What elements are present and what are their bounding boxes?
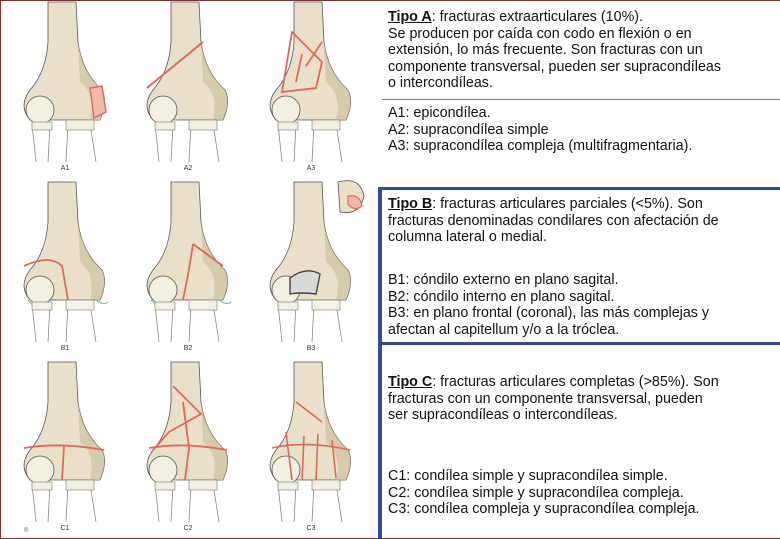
type-a-subtypes: A1: epicondílea. A2: supracondílea simpl… [378,105,780,155]
type-b-subtypes: B1: cóndilo externo en plano sagital. B2… [378,272,780,338]
type-a-line-2: Se producen por caída con codo en flexió… [388,26,780,43]
elbow-b1: B1 [10,182,120,362]
elbow-c1: C1 [10,362,120,539]
elbow-a2: A2 [133,2,243,182]
caption-b2: B2 [133,345,243,352]
elbow-a1: A1 [10,2,120,182]
list-item-b3: B3: en plano frontal (coronal), las más … [388,305,780,322]
elbow-b3-drawing [256,182,366,342]
list-item-c1: C1: condílea simple y supracondílea simp… [388,468,780,485]
type-a-line-3: extensión, lo más frecuente. Son fractur… [388,42,780,59]
elbow-c2-drawing [133,362,243,522]
copyright-mark: ® [24,528,28,534]
fracture-illustrations: A1 A2 A3 [10,0,378,539]
section-type-c: Tipo C: fracturas articulares completas … [378,374,780,424]
elbow-c1-drawing [10,362,120,522]
type-a-line-1: Tipo A: fracturas extraarticulares (10%)… [388,9,780,26]
elbow-a3: A3 [256,2,366,182]
caption-a2: A2 [133,165,243,172]
classification-text: Tipo A: fracturas extraarticulares (10%)… [378,0,780,539]
list-item-c2: C2: condílea simple y supracondílea comp… [388,485,780,502]
type-a-line-5: o intercondíleas. [388,75,780,92]
section-type-a: Tipo A: fracturas extraarticulares (10%)… [378,9,780,92]
caption-a1: A1 [10,165,120,172]
elbow-b1-drawing [10,182,120,342]
elbow-a3-drawing [256,2,366,162]
list-item-a2: A2: supracondílea simple [388,122,780,139]
type-a-heading: Tipo A [388,9,432,25]
divider-a [382,99,780,100]
type-b-heading: Tipo B [388,196,432,212]
elbow-c3-drawing [256,362,366,522]
elbow-a1-drawing [10,2,120,162]
elbow-c2: C2 [133,362,243,539]
list-item-b1: B1: cóndilo externo en plano sagital. [388,272,780,289]
divider-ab [382,187,780,190]
type-b-line-1: Tipo B: fracturas articulares parciales … [388,196,780,213]
list-item-a3: A3: supracondílea compleja (multifragmen… [388,138,780,155]
caption-b1: B1 [10,345,120,352]
list-item-c3: C3: condílea compleja y supracondílea co… [388,501,780,518]
type-c-heading: Tipo C [388,374,432,390]
type-c-line-3: ser supracondíleas o intercondíleas. [388,407,780,424]
type-c-line-1: Tipo C: fracturas articulares completas … [388,374,780,391]
section-type-b: Tipo B: fracturas articulares parciales … [378,196,780,246]
elbow-b3: B3 [256,182,366,362]
list-item-b3-cont: afectan al capitellum y/o a la tróclea. [388,322,780,339]
type-a-line-4: componente transversal, pueden ser supra… [388,59,780,76]
caption-c3: C3 [256,525,366,532]
elbow-a2-drawing [133,2,243,162]
type-c-line-2: fracturas con un componente transversal,… [388,391,780,408]
type-b-line-3: columna lateral o medial. [388,229,780,246]
elbow-b2: B2 [133,182,243,362]
caption-a3: A3 [256,165,366,172]
caption-c2: C2 [133,525,243,532]
type-b-line-2: fracturas denominadas condilares con afe… [388,213,780,230]
divider-bc [382,342,780,345]
type-c-subtypes: C1: condílea simple y supracondílea simp… [378,468,780,518]
elbow-b2-drawing [133,182,243,342]
elbow-c3: C3 [256,362,366,539]
caption-b3: B3 [256,345,366,352]
list-item-b2: B2: cóndilo interno en plano sagital. [388,289,780,306]
list-item-a1: A1: epicondílea. [388,105,780,122]
